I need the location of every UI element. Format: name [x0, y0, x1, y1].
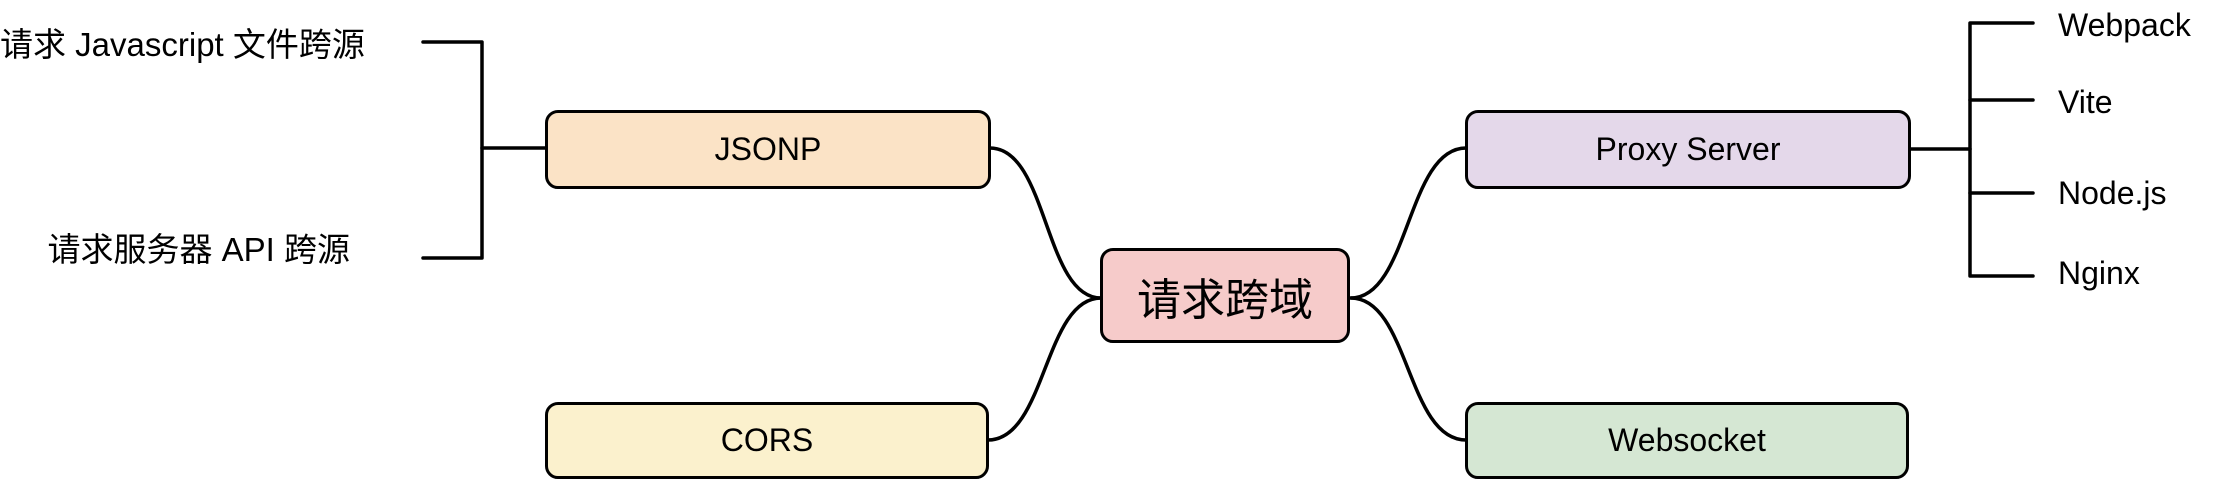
node-root-label: 请求跨域 — [1137, 275, 1313, 325]
node-jsonp-label: JSONP — [714, 131, 822, 167]
node-request-js-file-cross-origin[interactable]: 请求 Javascript 文件跨源 — [0, 26, 365, 63]
node-vite[interactable]: Vite — [2058, 84, 2113, 120]
node-cors-label: CORS — [720, 422, 814, 458]
node-nodejs[interactable]: Node.js — [2058, 175, 2167, 211]
bracket-left — [421, 40, 484, 260]
node-nginx[interactable]: Nginx — [2058, 255, 2140, 291]
node-cors[interactable]: CORS — [545, 402, 989, 479]
bracket-right — [1968, 21, 2035, 278]
node-websocket-label: Websocket — [1608, 422, 1766, 458]
connector-cors-root — [986, 296, 1103, 442]
node-websocket[interactable]: Websocket — [1465, 402, 1909, 479]
node-root-cross-origin-request[interactable]: 请求跨域 — [1100, 248, 1350, 343]
node-proxy-server[interactable]: Proxy Server — [1465, 110, 1911, 189]
node-jsonp[interactable]: JSONP — [545, 110, 991, 189]
node-webpack[interactable]: Webpack — [2058, 7, 2191, 43]
connector-jsonp-root — [988, 146, 1103, 300]
connector-root-proxy — [1349, 146, 1468, 300]
node-request-server-api-cross-origin[interactable]: 请求服务器 API 跨源 — [47, 231, 350, 268]
connector-root-websocket — [1349, 296, 1468, 442]
node-proxy-server-label: Proxy Server — [1595, 131, 1781, 167]
